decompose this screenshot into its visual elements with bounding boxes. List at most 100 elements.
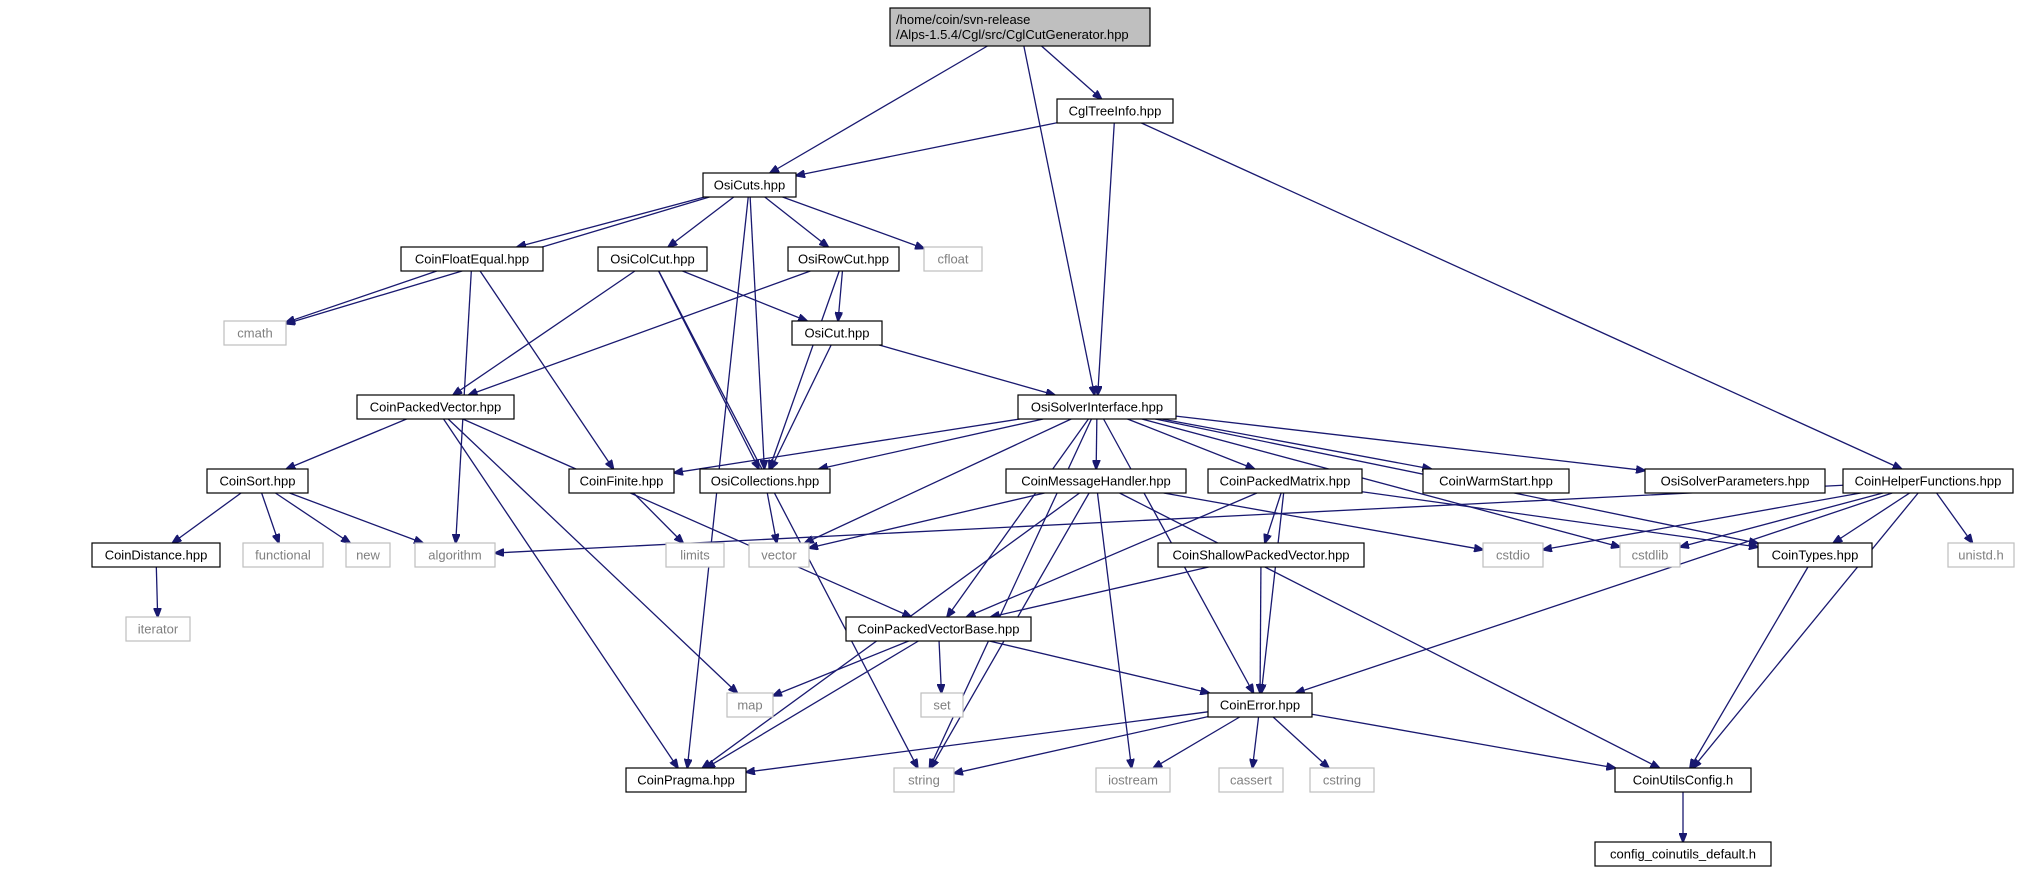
- node-cmath: cmath: [223, 320, 287, 346]
- edge-coinpackedvector-to-coinpragma: [443, 418, 678, 768]
- node-config-coinutils-default[interactable]: config_coinutils_default.h: [1594, 841, 1772, 867]
- node-label: CoinSort.hpp: [220, 474, 296, 489]
- node-label: CoinWarmStart.hpp: [1439, 474, 1553, 489]
- edge-coinpackedvectorbase-to-coinerror: [989, 640, 1209, 693]
- node-coinshallowpackedvector[interactable]: CoinShallowPackedVector.hpp: [1157, 542, 1365, 568]
- edge-osicuts-to-coinfloatequal: [517, 196, 705, 247]
- nodes-layer: /home/coin/svn-release/Alps-1.5.4/Cgl/sr…: [91, 7, 2015, 867]
- edge-osicut-to-osisolverinterface: [878, 344, 1055, 395]
- node-label: vector: [761, 548, 797, 563]
- node-coinfloatequal[interactable]: CoinFloatEqual.hpp: [400, 246, 544, 272]
- edge-cgltreeinfo-to-osicuts: [796, 122, 1058, 176]
- edge-osisolverinterface-to-coinpackedmatrix: [1127, 418, 1254, 469]
- node-coinpragma[interactable]: CoinPragma.hpp: [625, 767, 747, 793]
- edge-osirowcut-to-osicollections: [769, 270, 840, 469]
- node-coinwarmstart[interactable]: CoinWarmStart.hpp: [1422, 468, 1570, 494]
- edge-coinsort-to-new: [275, 492, 350, 543]
- node-cstdio: cstdio: [1482, 542, 1544, 568]
- edge-osicuts-to-osirowcut: [764, 196, 829, 247]
- node-cglcutgenerator[interactable]: /home/coin/svn-release/Alps-1.5.4/Cgl/sr…: [889, 7, 1151, 47]
- edge-coinerror-to-cstring: [1272, 716, 1329, 768]
- node-label: config_coinutils_default.h: [1610, 847, 1756, 862]
- node-label: CoinDistance.hpp: [105, 548, 208, 563]
- node-label: unistd.h: [1958, 548, 2004, 563]
- node-cgltreeinfo[interactable]: CglTreeInfo.hpp: [1056, 98, 1174, 124]
- node-coinpackedmatrix[interactable]: CoinPackedMatrix.hpp: [1207, 468, 1363, 494]
- edge-osicolcut-to-coinpackedvector: [453, 270, 636, 395]
- node-unistd: unistd.h: [1947, 542, 2015, 568]
- node-label: CglTreeInfo.hpp: [1069, 104, 1162, 119]
- node-label: iterator: [138, 622, 179, 637]
- node-cassert: cassert: [1218, 767, 1284, 793]
- edge-coinpackedvectorbase-to-map: [773, 640, 909, 696]
- node-coinpackedvector[interactable]: CoinPackedVector.hpp: [356, 394, 515, 420]
- node-algorithm: algorithm: [414, 542, 496, 568]
- node-coinhelperfunctions[interactable]: CoinHelperFunctions.hpp: [1842, 468, 2014, 494]
- node-label: OsiSolverParameters.hpp: [1661, 474, 1810, 489]
- edge-coinmessagehandler-to-coinutilsconfig: [1119, 492, 1660, 768]
- node-coinpackedvectorbase[interactable]: CoinPackedVectorBase.hpp: [845, 616, 1032, 642]
- node-label: OsiCollections.hpp: [711, 474, 819, 489]
- edge-coinpackedvectorbase-to-coinpragma: [706, 640, 919, 768]
- edge-coinfinite-to-limits: [632, 492, 683, 543]
- node-osisolverparameters[interactable]: OsiSolverParameters.hpp: [1644, 468, 1826, 494]
- edge-cointypes-to-coinutilsconfig: [1690, 566, 1809, 768]
- edge-coinpackedvector-to-coinsort: [286, 418, 407, 469]
- node-label: CoinMessageHandler.hpp: [1021, 474, 1171, 489]
- node-label: OsiColCut.hpp: [610, 252, 695, 267]
- node-coindistance[interactable]: CoinDistance.hpp: [91, 542, 221, 568]
- edge-coinsort-to-coindistance: [172, 492, 242, 543]
- node-iostream: iostream: [1095, 767, 1171, 793]
- node-coinfinite[interactable]: CoinFinite.hpp: [568, 468, 675, 494]
- edge-osisolverinterface-to-osicollections: [819, 418, 1044, 469]
- edge-coinerror-to-coinutilsconfig: [1311, 713, 1615, 768]
- node-label: CoinPackedVector.hpp: [370, 400, 502, 415]
- node-coinsort[interactable]: CoinSort.hpp: [206, 468, 309, 494]
- edge-coinmessagehandler-to-iostream: [1096, 492, 1131, 768]
- edge-osisolverinterface-to-vector: [805, 418, 1072, 543]
- edge-coinhelperfunctions-to-coinerror: [1296, 492, 1893, 693]
- node-label: /Alps-1.5.4/Cgl/src/CglCutGenerator.hpp: [896, 27, 1129, 42]
- node-osicut[interactable]: OsiCut.hpp: [791, 320, 883, 346]
- node-new: new: [345, 542, 391, 568]
- node-cfloat: cfloat: [923, 246, 983, 272]
- edge-osisolverinterface-to-coinpackedvectorbase: [947, 418, 1089, 617]
- edge-coinmessagehandler-to-vector: [809, 492, 1045, 548]
- node-label: cfloat: [937, 252, 968, 267]
- node-osicollections[interactable]: OsiCollections.hpp: [699, 468, 831, 494]
- node-label: functional: [255, 548, 311, 563]
- edge-coinshallowpackedvector-to-coinerror: [1260, 566, 1261, 693]
- node-label: cassert: [1230, 773, 1272, 788]
- node-osisolverinterface[interactable]: OsiSolverInterface.hpp: [1017, 394, 1177, 420]
- edge-coinpackedmatrix-to-coinshallowpackedvector: [1265, 492, 1282, 543]
- edge-osicut-to-osicollections: [771, 344, 832, 469]
- edge-osisolverinterface-to-coinmessagehandler: [1096, 418, 1097, 469]
- node-coinerror[interactable]: CoinError.hpp: [1207, 692, 1313, 718]
- edge-coinshallowpackedvector-to-coinpackedvectorbase: [991, 566, 1209, 617]
- node-coinmessagehandler[interactable]: CoinMessageHandler.hpp: [1005, 468, 1187, 494]
- edge-cglcutgenerator-to-cgltreeinfo: [1041, 45, 1101, 99]
- edge-coinsort-to-algorithm: [289, 492, 423, 543]
- node-label: cmath: [237, 326, 272, 341]
- edge-cgltreeinfo-to-coinhelperfunctions: [1141, 122, 1901, 469]
- edge-osisolverinterface-to-coinwarmstart: [1161, 418, 1432, 469]
- node-label: map: [737, 698, 762, 713]
- node-osirowcut[interactable]: OsiRowCut.hpp: [787, 246, 900, 272]
- edge-coinerror-to-cassert: [1252, 716, 1260, 768]
- node-cstring: cstring: [1309, 767, 1375, 793]
- node-osicuts[interactable]: OsiCuts.hpp: [702, 172, 797, 198]
- edge-coinfloatequal-to-coinfinite: [479, 270, 613, 469]
- edge-osirowcut-to-osicut: [838, 270, 844, 321]
- edge-coinpackedvector-to-coinpackedvectorbase: [462, 418, 912, 617]
- edge-coinpackedmatrix-to-coinerror: [1261, 492, 1285, 693]
- node-functional: functional: [242, 542, 324, 568]
- node-label: CoinShallowPackedVector.hpp: [1172, 548, 1349, 563]
- node-cointypes[interactable]: CoinTypes.hpp: [1757, 542, 1873, 568]
- node-label: CoinPackedVectorBase.hpp: [858, 622, 1020, 637]
- node-osicolcut[interactable]: OsiColCut.hpp: [597, 246, 708, 272]
- node-label: set: [933, 698, 951, 713]
- node-label: new: [356, 548, 380, 563]
- node-label: CoinTypes.hpp: [1772, 548, 1859, 563]
- node-coinutilsconfig[interactable]: CoinUtilsConfig.h: [1614, 767, 1752, 793]
- edge-osisolverinterface-to-coinfinite: [674, 418, 1020, 473]
